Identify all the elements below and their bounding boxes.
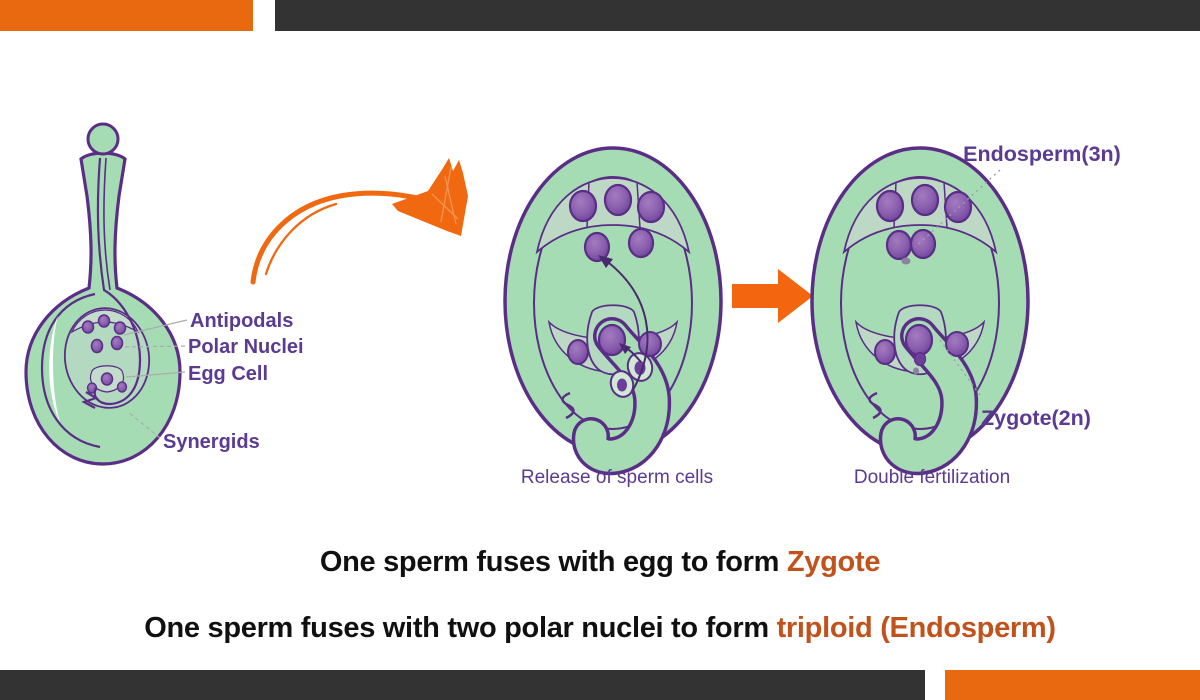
sperm-cell	[609, 370, 635, 398]
arrowhead	[598, 255, 613, 268]
caption-double-fertilization: Double fertilization	[854, 467, 1010, 488]
summary-line-endosperm: One sperm fuses with two polar nuclei to…	[0, 612, 1200, 645]
micropyle-squiggle	[81, 391, 99, 409]
synergid-nucleus	[116, 381, 128, 393]
sperm-to-polar-arrow	[603, 258, 649, 391]
leader-line	[123, 319, 188, 336]
top-bar-orange	[0, 0, 253, 31]
embryo-sac-fertilized: Endosperm(3n) Zygote(2n) Double fertiliz…	[812, 142, 1121, 488]
bottom-bar-dark	[0, 670, 925, 700]
sperm-trail-dot	[913, 367, 919, 375]
label-synergids: Synergids	[163, 431, 260, 453]
leader-line	[123, 345, 186, 348]
summary-text: One sperm fuses with two polar nuclei to…	[144, 612, 777, 644]
label-polar-nuclei: Polar Nuclei	[188, 336, 304, 358]
summary-text: One sperm fuses with egg to form	[319, 546, 787, 578]
pollen-tube-path-2	[103, 157, 111, 291]
polar-nucleus	[627, 227, 655, 259]
summary-line-zygote: One sperm fuses with egg to form Zygote	[0, 546, 1200, 579]
block-arrow-icon	[732, 269, 813, 323]
leader-line	[125, 371, 186, 378]
top-bar-dark	[275, 0, 1200, 31]
label-zygote: Zygote(2n)	[981, 406, 1091, 430]
endosperm-nucleus	[909, 228, 937, 260]
bottom-bar-orange	[945, 670, 1200, 700]
embryo-sac-release: Release of sperm cells	[505, 148, 721, 488]
nucleus	[97, 314, 111, 328]
polar-nucleus	[583, 231, 611, 263]
nucleus	[113, 321, 127, 335]
integument-gap	[49, 315, 60, 422]
zygote-sperm-nucleus	[913, 351, 927, 367]
polar-nucleus	[90, 338, 104, 354]
nucleus	[81, 320, 95, 334]
pistil-diagram: Antipodals Polar Nuclei Egg Cell Synergi…	[24, 122, 304, 466]
summary-highlight-zygote: Zygote	[786, 546, 881, 578]
leader-line	[914, 169, 1001, 248]
stigma	[86, 122, 120, 156]
egg-nucleus	[100, 372, 114, 386]
integument-line	[40, 292, 101, 449]
label-egg-cell: Egg Cell	[188, 363, 268, 385]
endosperm-nucleus	[885, 229, 913, 261]
polar-nucleus	[110, 335, 124, 351]
summary-highlight-triploid: triploid (Endosperm)	[776, 612, 1056, 644]
sperm-remnant	[901, 257, 911, 265]
caption-release: Release of sperm cells	[521, 467, 713, 488]
pollen-tube-path	[93, 157, 142, 406]
label-antipodals: Antipodals	[190, 310, 293, 332]
arrowhead	[619, 343, 631, 354]
curved-arrow-icon	[250, 158, 468, 285]
label-endosperm: Endosperm(3n)	[963, 142, 1121, 166]
